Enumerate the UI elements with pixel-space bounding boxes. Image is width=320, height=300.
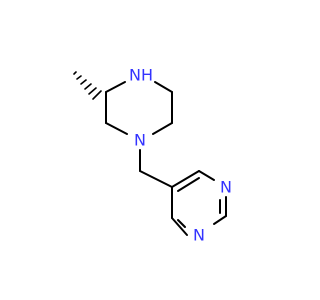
bond-n4-c5 [154, 81, 173, 93]
atom-label-n-piperazine: N [134, 131, 146, 150]
bond-ch2-pyrimidine [139, 170, 173, 188]
bond-n1-c6 [171, 217, 188, 236]
bond-c5-c4 [171, 170, 200, 188]
bond-n1-c2 [105, 122, 128, 135]
atom-label-n-pyrimidine-1: N [220, 178, 232, 197]
bond-c3-n4 [105, 81, 126, 93]
bond-c4-n3 [198, 170, 215, 181]
atom-label-n-pyrimidine-2: N [193, 226, 205, 245]
piperazine-ring [105, 81, 173, 135]
molecule-structure: NH N N N [73, 66, 232, 245]
bond-c5-c4-inner [177, 177, 200, 192]
bond-c2-n1 [213, 215, 227, 225]
stereo-hash-bond [73, 71, 102, 100]
bond-c6-n1 [152, 122, 173, 135]
pyrimidine-ring [171, 170, 227, 236]
atom-label-nh: NH [129, 66, 153, 85]
bond-n1-c6-inner [177, 219, 186, 228]
